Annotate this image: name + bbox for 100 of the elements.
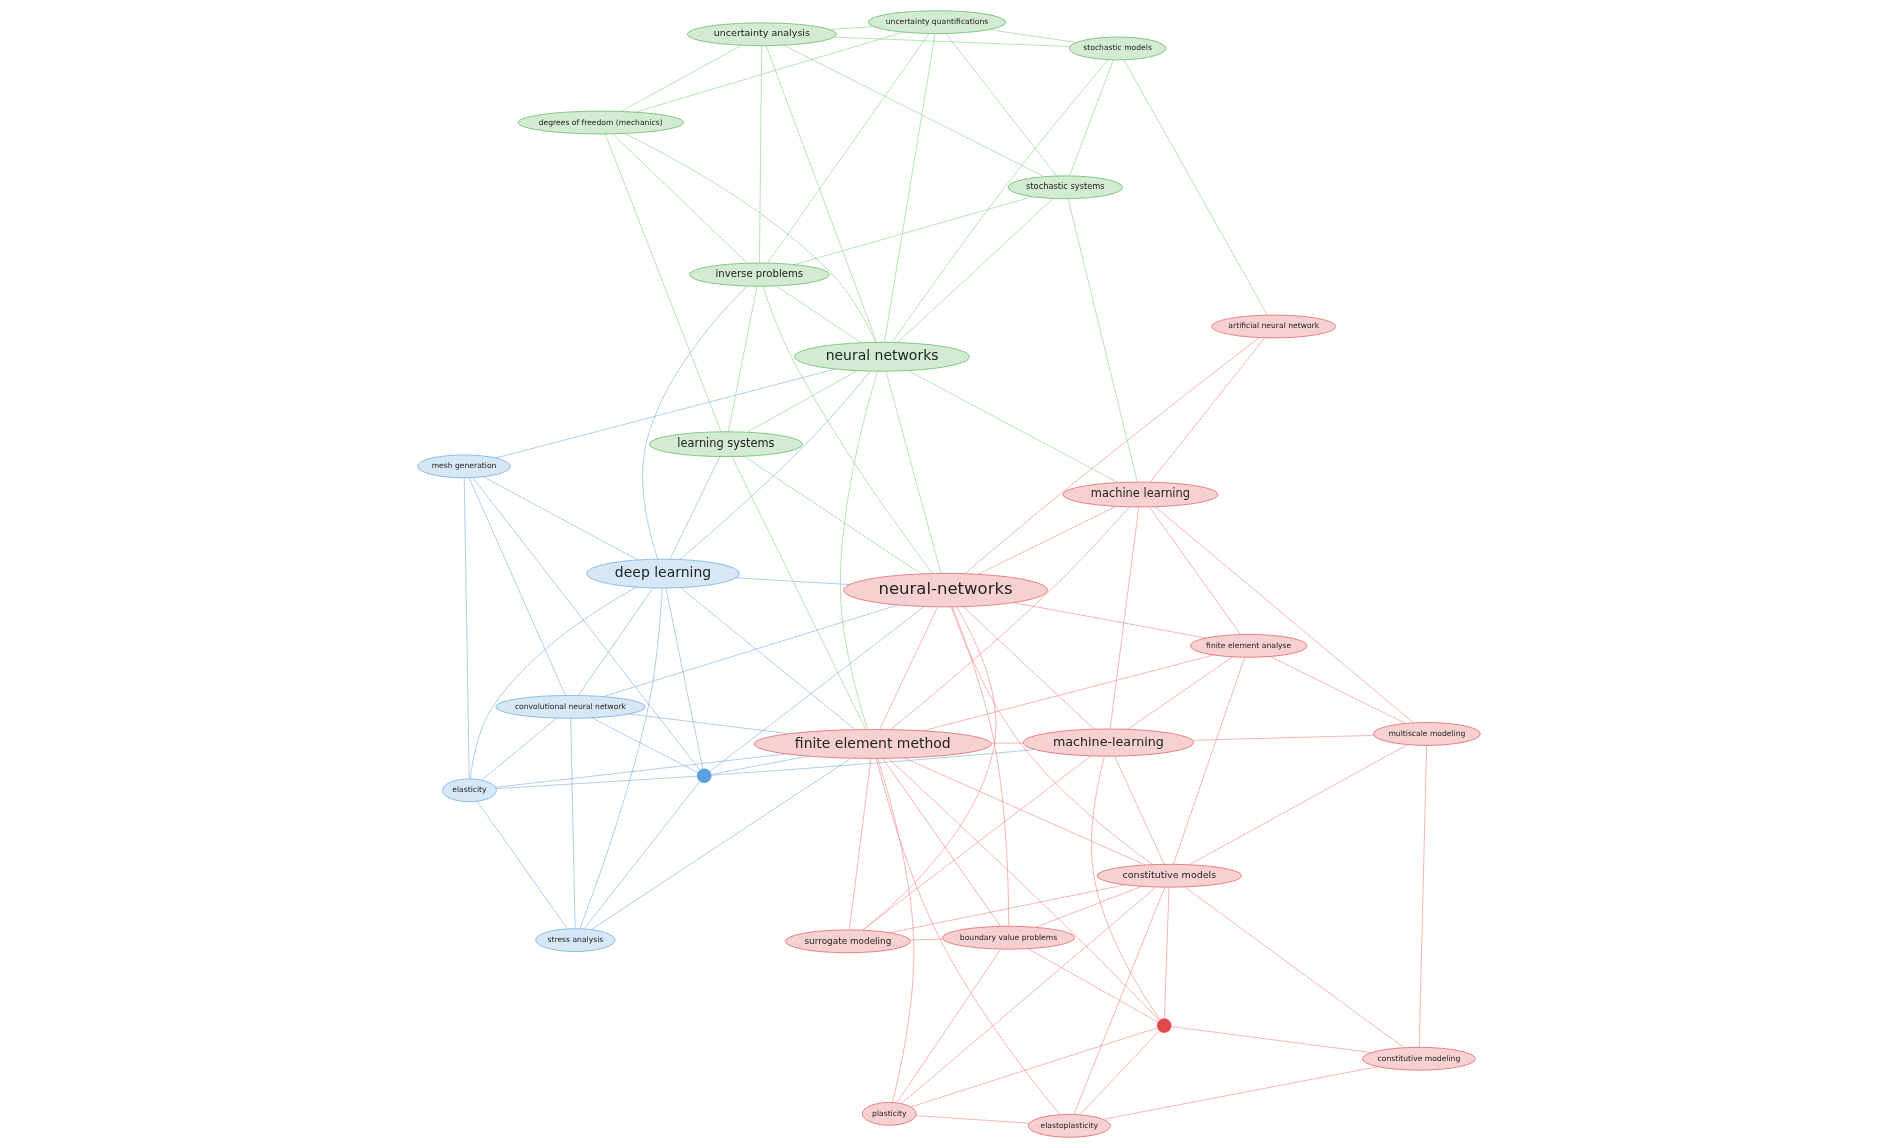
connector: [783, 44, 1045, 177]
connector: [767, 33, 930, 264]
connector: [1127, 656, 1233, 730]
connector: [1067, 198, 1138, 483]
connector: [679, 370, 871, 560]
connector: [915, 1115, 1030, 1124]
connector: [1123, 59, 1268, 316]
connector: [483, 476, 639, 561]
connector: [1114, 755, 1165, 865]
connector: [1418, 745, 1427, 1048]
node-ellipse: learning systems: [648, 431, 803, 457]
connector: [624, 133, 877, 343]
connector: [891, 59, 1109, 343]
connector: [879, 606, 938, 730]
connector: [901, 886, 1157, 1104]
connector: [1027, 948, 1159, 1023]
connector: [964, 337, 1260, 575]
connector: [463, 477, 470, 780]
connector: [829, 26, 874, 30]
connector: [711, 749, 1036, 776]
connector: [470, 586, 637, 780]
node-ellipse: uncertainty analysis: [687, 22, 837, 46]
connector: [481, 717, 558, 781]
node-ellipse: deep learning: [586, 558, 740, 589]
connector: [642, 285, 748, 560]
connector: [1149, 506, 1241, 635]
connector: [635, 31, 904, 113]
node-ellipse: inverse problems: [689, 262, 830, 287]
connector: [1269, 656, 1406, 724]
connector: [468, 477, 566, 696]
connector: [990, 742, 1024, 744]
connector: [862, 755, 1092, 931]
connector: [570, 718, 576, 929]
connector: [669, 456, 721, 560]
node-ellipse: machine-learning: [1022, 728, 1194, 757]
connector: [890, 506, 1130, 730]
connector: [945, 33, 1057, 177]
connector: [897, 198, 1054, 343]
connector: [888, 758, 1160, 1021]
node-circle: [1156, 1018, 1172, 1033]
connector: [665, 587, 704, 770]
connector: [680, 587, 856, 730]
connector: [762, 286, 934, 574]
connector: [591, 757, 852, 930]
connector: [578, 587, 654, 696]
connector: [910, 1027, 1158, 1108]
connector: [889, 884, 1126, 934]
connector: [620, 45, 742, 112]
connector: [1150, 337, 1265, 483]
connector: [747, 370, 858, 433]
connector: [1154, 506, 1414, 724]
connector: [1073, 886, 1166, 1115]
connector: [1173, 656, 1245, 865]
connector: [495, 775, 698, 789]
connector: [591, 717, 699, 773]
node-ellipse: finite element method: [753, 729, 992, 759]
connector: [476, 801, 568, 930]
connector: [583, 781, 701, 930]
connector: [875, 758, 1061, 1115]
connector: [909, 938, 944, 941]
connector: [977, 506, 1117, 575]
connector: [962, 606, 1095, 730]
connector: [495, 753, 788, 788]
connector: [988, 29, 1077, 43]
connector: [776, 285, 862, 344]
connector: [1012, 602, 1207, 639]
connector: [628, 713, 790, 735]
node-circle: [696, 768, 712, 784]
connector: [1069, 59, 1114, 176]
connector: [1189, 744, 1408, 866]
connector: [1035, 886, 1143, 928]
connector: [1192, 735, 1374, 741]
connector: [950, 606, 1154, 865]
connector: [907, 370, 1119, 483]
connector: [794, 196, 1033, 265]
connector: [612, 133, 748, 264]
connector: [728, 286, 758, 432]
connector: [833, 36, 1070, 47]
connector: [579, 587, 663, 929]
node-ellipse: neural-networks: [843, 573, 1048, 608]
connector: [731, 456, 867, 730]
connector: [896, 948, 1002, 1104]
connector: [604, 133, 722, 432]
connector: [885, 370, 942, 574]
connector: [882, 758, 1001, 927]
connector: [884, 33, 936, 343]
connector: [765, 45, 877, 343]
connector: [903, 757, 1146, 866]
connector: [603, 604, 899, 697]
connector: [709, 606, 925, 772]
connector: [472, 477, 701, 771]
node-ellipse: machine learning: [1062, 481, 1219, 508]
connector: [759, 45, 763, 264]
connector: [840, 371, 878, 730]
connector: [710, 755, 809, 775]
node-ellipse: constitutive models: [1096, 864, 1243, 888]
connector: [1109, 506, 1140, 730]
node-ellipse: neural networks: [794, 342, 970, 372]
connector: [1170, 1026, 1372, 1053]
connector: [849, 758, 872, 931]
